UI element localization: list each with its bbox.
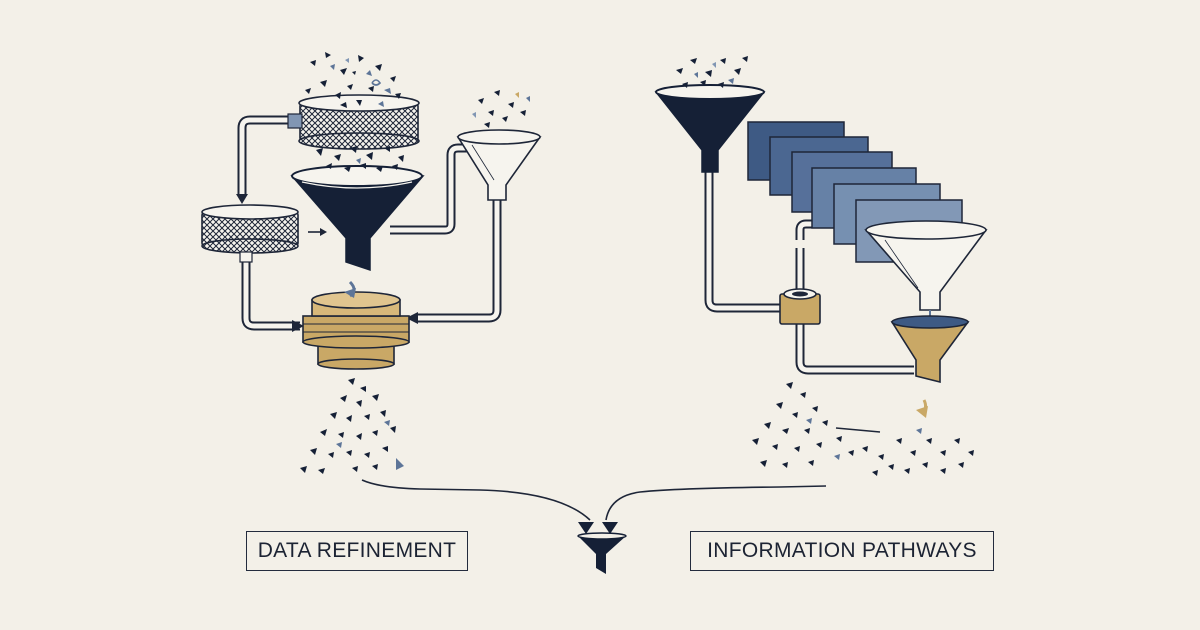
left-pipes (237, 115, 502, 331)
white-funnel-left (456, 129, 542, 201)
right-pipes (704, 170, 914, 375)
gold-cup-right (890, 315, 970, 418)
arrow-down-icon (236, 194, 248, 204)
white-funnel-right (864, 220, 988, 322)
left-outflow-line (361, 479, 591, 521)
arrow-right-icon (292, 320, 304, 332)
merge-arrow-left-icon (578, 522, 594, 534)
gold-processor (302, 280, 410, 370)
particles-mid-left (316, 100, 404, 172)
right-outflow-line (605, 485, 827, 521)
particles-top-left (305, 52, 401, 99)
merge-arrow-right-icon (602, 522, 618, 534)
data-refinement-label: DATA REFINEMENT (246, 531, 468, 571)
gold-valve (779, 288, 821, 325)
top-sieve (287, 94, 420, 150)
right-system (605, 56, 988, 521)
arrow-right-small-icon (320, 228, 327, 236)
dark-funnel-right (654, 84, 766, 173)
left-sieve (201, 204, 299, 263)
particles-spray-right (752, 382, 974, 476)
arrow-down-gold-icon (916, 406, 928, 418)
merge-funnel (577, 522, 627, 574)
left-flow-arrows (236, 194, 418, 332)
arrow-left-icon (406, 312, 418, 324)
particles-spray-left (300, 378, 404, 474)
dark-funnel-left (290, 165, 425, 272)
particles-top-right (676, 56, 748, 88)
left-system (201, 52, 591, 521)
information-pathways-label: INFORMATION PATHWAYS (690, 531, 994, 571)
particles-white-funnel (472, 90, 530, 128)
